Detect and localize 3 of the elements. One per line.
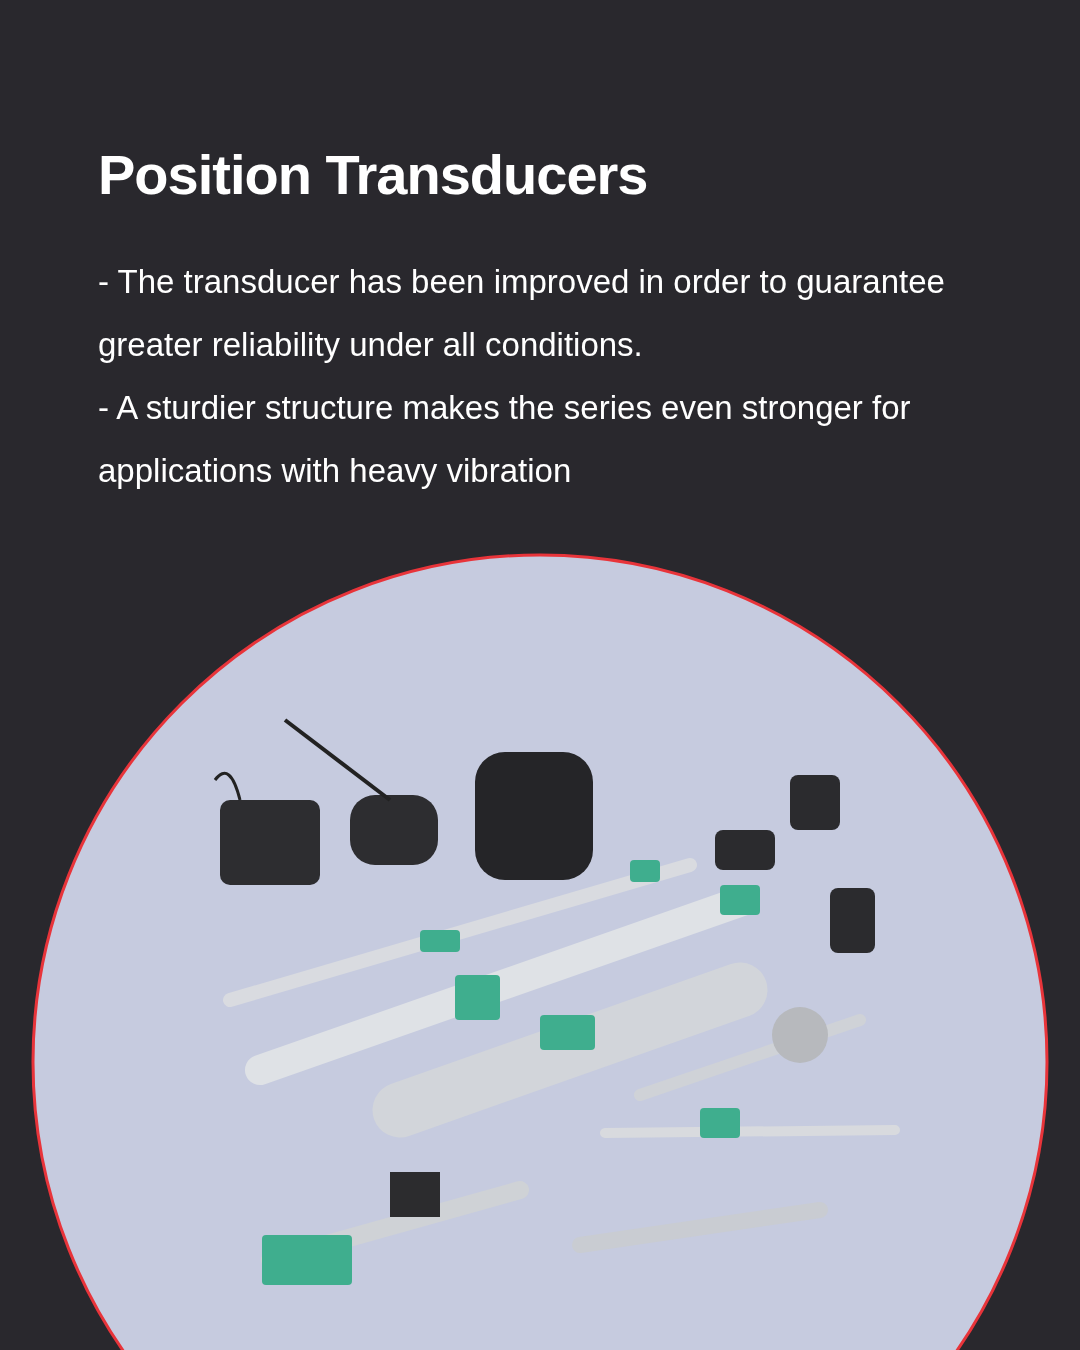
title: Position Transducers: [98, 142, 648, 207]
description-text: - A sturdier structure makes the series even stronger for applications with heavy vibration: [98, 388, 912, 491]
description-text: - The transducer has been improved in order to guarantee greater reliability under all conditions.: [98, 262, 946, 365]
